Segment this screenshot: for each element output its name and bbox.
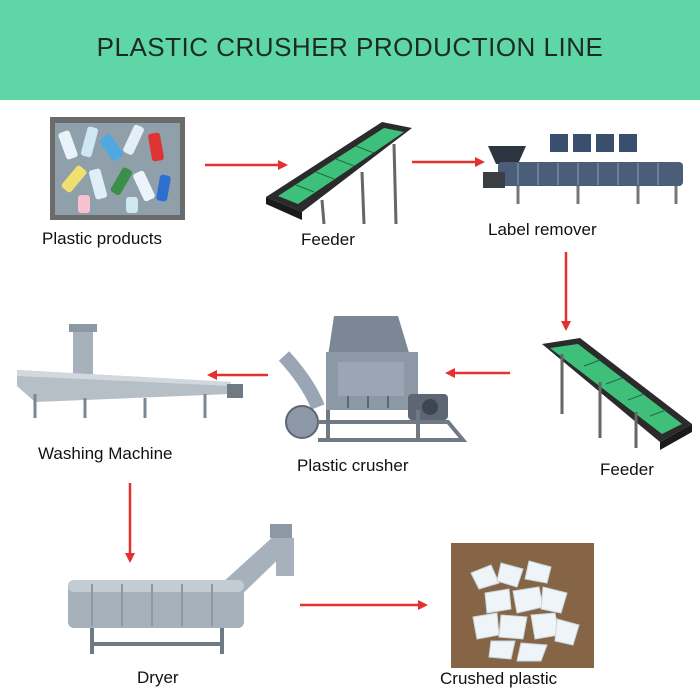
title-banner: PLASTIC CRUSHER PRODUCTION LINE <box>0 0 700 100</box>
label-washing-machine: Washing Machine <box>38 444 173 463</box>
feeder-right-image <box>540 334 695 454</box>
dryer-image <box>62 522 307 657</box>
label-label-remover: Label remover <box>488 220 597 239</box>
feeder-top-image <box>262 112 417 227</box>
label-plastic-crusher: Plastic crusher <box>297 456 409 475</box>
plastic-crusher-image <box>278 312 468 452</box>
label-dryer: Dryer <box>137 668 179 687</box>
page-title: PLASTIC CRUSHER PRODUCTION LINE <box>96 32 604 62</box>
label-plastic-products: Plastic products <box>42 229 162 248</box>
label-feeder-top: Feeder <box>301 230 355 249</box>
label-crushed-plastic: Crushed plastic <box>440 669 558 688</box>
label-remover-image <box>478 132 688 207</box>
washing-machine-image <box>15 322 245 422</box>
label-feeder-right: Feeder <box>600 460 654 479</box>
crushed-plastic-image <box>451 543 594 668</box>
plastic-products-image <box>50 117 185 220</box>
